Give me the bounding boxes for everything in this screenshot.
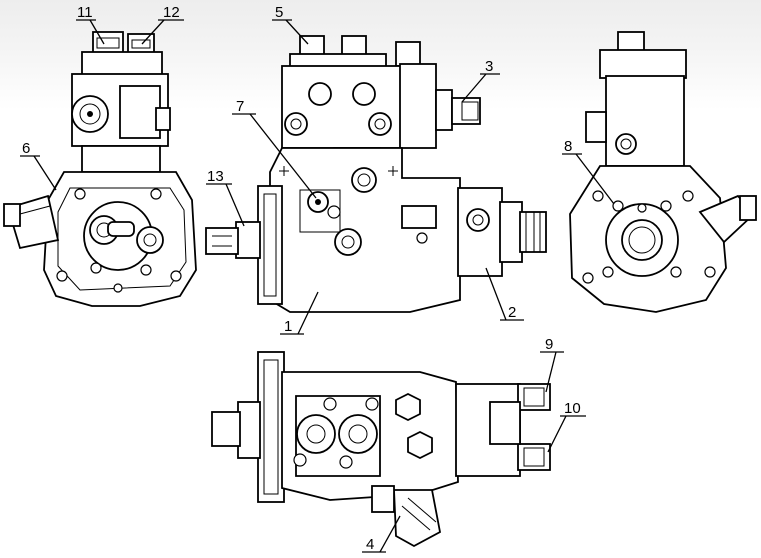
callout-13: 13 [207,168,224,185]
callout-labels: 11 12 5 3 7 6 8 13 2 1 9 10 4 [22,4,581,553]
callout-8: 8 [564,138,572,155]
callout-9: 9 [545,336,553,353]
right-view [569,31,757,313]
center-view [205,35,547,313]
callout-4: 4 [366,536,374,553]
callout-11: 11 [77,4,93,21]
callout-5: 5 [275,4,283,21]
bottom-view [211,351,551,548]
callout-7: 7 [236,98,244,115]
callout-2: 2 [508,304,516,321]
callout-6: 6 [22,140,30,157]
callout-leaders [20,19,615,553]
left-view [3,31,197,307]
callout-3: 3 [485,58,493,75]
callout-1: 1 [284,318,292,335]
callout-10: 10 [564,400,581,417]
callout-12: 12 [163,4,180,21]
